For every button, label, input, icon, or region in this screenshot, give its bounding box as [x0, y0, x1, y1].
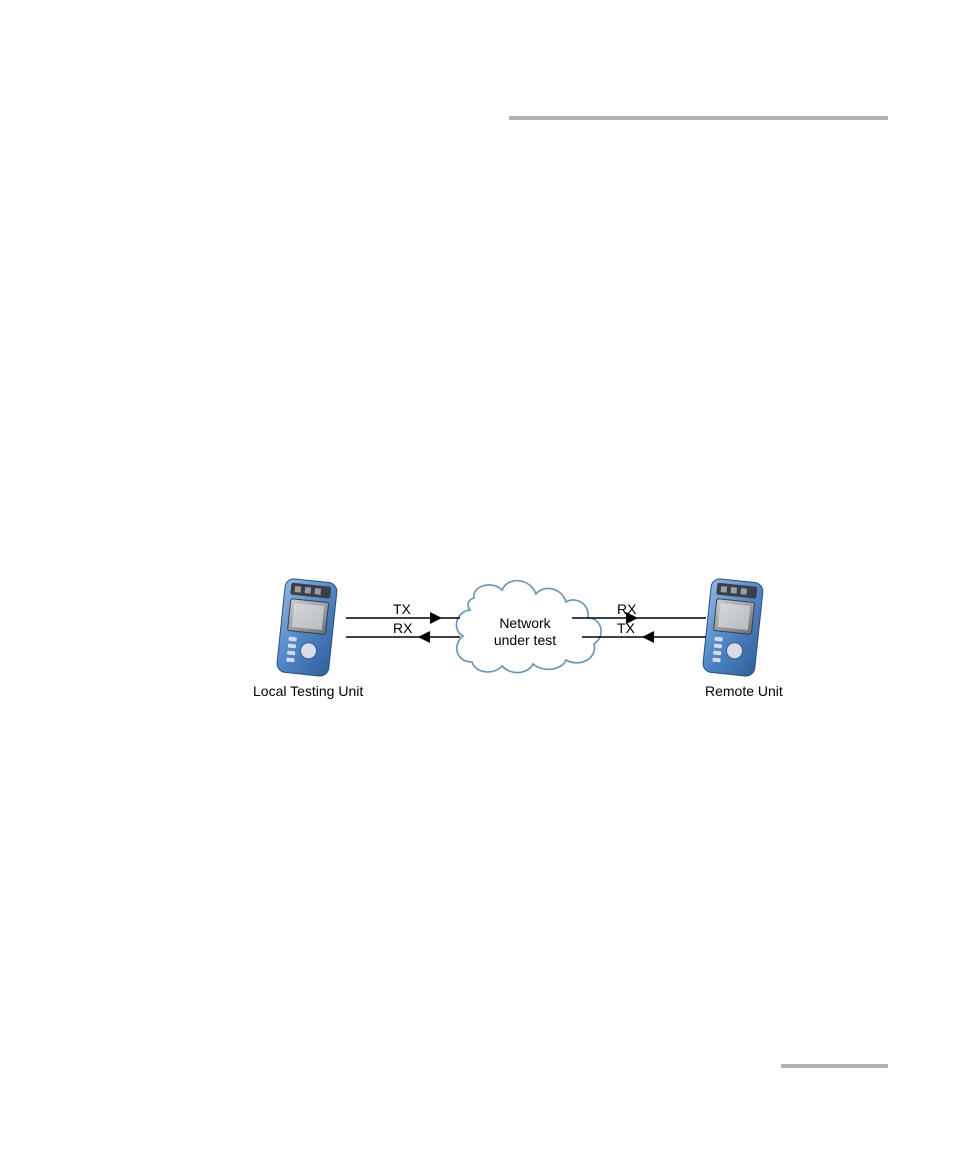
left-tx-arrowhead	[430, 612, 442, 624]
right-tx-label: TX	[617, 620, 636, 636]
local-testing-unit-icon	[276, 578, 338, 677]
footer-rule	[781, 1064, 888, 1068]
remote-unit-icon	[702, 578, 764, 677]
right-tx-arrowhead	[642, 631, 654, 643]
right-rx-label: RX	[617, 601, 637, 617]
left-rx-arrowhead	[418, 631, 430, 643]
cloud-label-line2: under test	[494, 632, 556, 648]
left-tx-label: TX	[393, 601, 412, 617]
local-unit-label: Local Testing Unit	[253, 683, 363, 699]
cloud-label-line1: Network	[499, 615, 551, 631]
remote-unit-label: Remote Unit	[705, 683, 783, 699]
left-rx-label: RX	[393, 620, 413, 636]
